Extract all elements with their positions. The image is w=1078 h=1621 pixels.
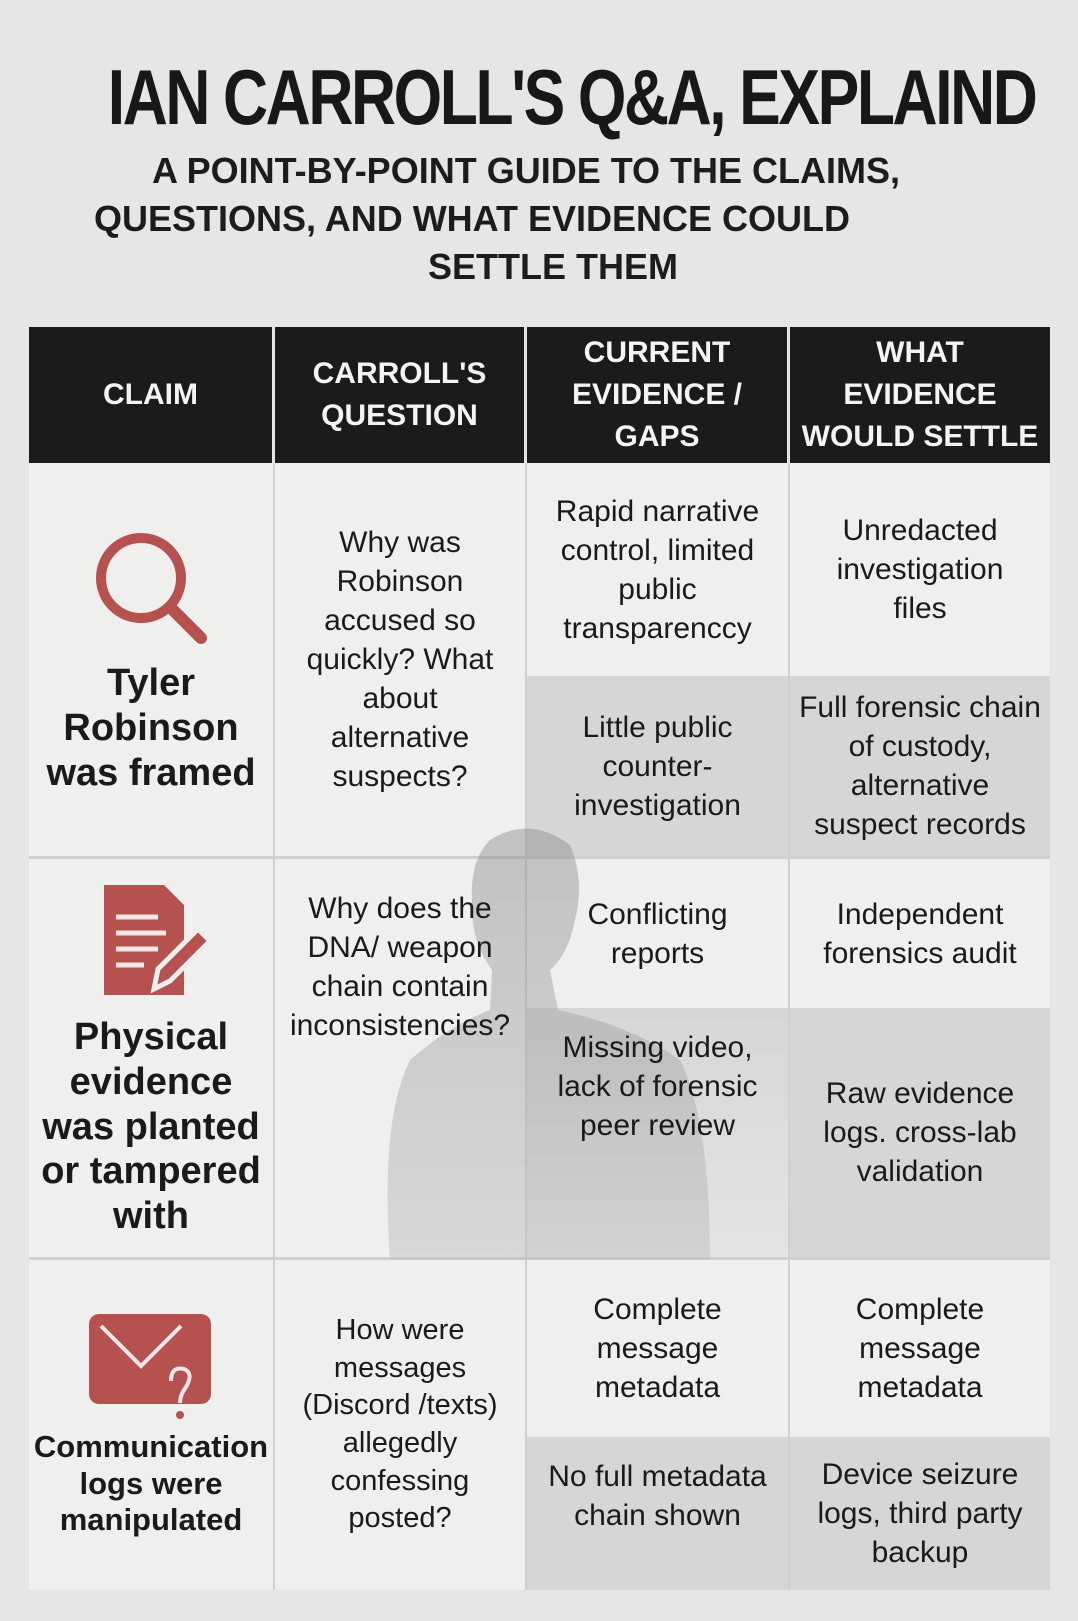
envelope-question-icon [89, 1314, 211, 1420]
settle-text: Unredacted investigation files [836, 514, 1004, 625]
settle-1b: Full forensic chain of custody, alternat… [790, 676, 1050, 856]
page-title: IAN CARROLL'S Q&A, EXPLAIND [107, 53, 1038, 141]
subtitle-line-3: SETTLE THEM [428, 246, 678, 287]
magnifier-icon [96, 533, 207, 645]
header-claim: CLAIM [29, 327, 275, 463]
question-text: Why was Robinson accused so quickly? Wha… [306, 526, 494, 793]
question-1: Why was Robinson accused so quickly? Wha… [275, 463, 527, 856]
evidence-1b: Little public counter-investigation [527, 676, 790, 856]
settle-3b: Device seizure logs, third party backup [790, 1437, 1050, 1590]
settle-text: Complete message metadata [855, 1293, 985, 1404]
settle-text: Device seizure logs, third party backup [817, 1458, 1023, 1569]
evidence-2a: Conflicting reports [527, 856, 790, 1008]
header-evidence-text: CURRENT EVIDENCE / GAPS [571, 336, 743, 453]
evidence-3a: Complete message metadata [527, 1257, 790, 1437]
document-pencil-icon [104, 884, 214, 995]
header-settle-text: WHAT EVIDENCE WOULD SETTLE [801, 336, 1039, 453]
claim-1: Tyler Robinson was framed [29, 463, 275, 856]
claims-table: CLAIM CARROLL'S QUESTION CURRENT EVIDENC… [29, 327, 1050, 1590]
evidence-1a: Rapid narrative control, limited public … [527, 463, 790, 676]
settle-2b: Raw evidence logs. cross-lab validation [790, 1008, 1050, 1257]
header-question: CARROLL'S QUESTION [275, 327, 527, 463]
subtitle-line-2: QUESTIONS, AND WHAT EVIDENCE COULD [94, 198, 851, 239]
header-question-text: CARROLL'S QUESTION [312, 357, 487, 432]
evidence-text: Complete message metadata [593, 1293, 722, 1404]
question-text: How were messages (Discord /texts) alleg… [302, 1313, 498, 1535]
subtitle-line-1: A POINT-BY-POINT GUIDE TO THE CLAIMS, [152, 150, 901, 191]
evidence-2b: Missing video, lack of forensic peer rev… [527, 1008, 790, 1257]
claim-text: Communication logs were manipulated [33, 1429, 269, 1538]
evidence-3b: No full metadata chain shown [527, 1437, 790, 1590]
header-evidence-gaps: CURRENT EVIDENCE / GAPS [527, 327, 790, 463]
claim-text: Tyler Robinson was framed [46, 662, 256, 794]
evidence-text: Missing video, lack of forensic peer rev… [557, 1031, 758, 1142]
evidence-text: No full metadata chain shown [548, 1460, 767, 1532]
question-3: How were messages (Discord /texts) alleg… [275, 1257, 527, 1590]
settle-2a: Independent forensics audit [790, 856, 1050, 1008]
settle-text: Full forensic chain of custody, alternat… [799, 691, 1041, 841]
claim-text: Physical evidence was planted or tampere… [41, 1015, 261, 1238]
claim-2: Physical evidence was planted or tampere… [29, 856, 275, 1257]
header-would-settle: WHAT EVIDENCE WOULD SETTLE [790, 327, 1050, 463]
claim-3: Communication logs were manipulated [29, 1257, 275, 1590]
settle-3a: Complete message metadata [790, 1257, 1050, 1437]
question-text: Why does the DNA/ weapon chain contain i… [289, 892, 511, 1042]
evidence-text: Conflicting reports [587, 897, 728, 970]
evidence-text: Rapid narrative control, limited public … [555, 494, 760, 645]
settle-text: Independent forensics audit [823, 897, 1017, 970]
settle-1a: Unredacted investigation files [790, 463, 1050, 676]
header-claim-text: CLAIM [103, 378, 198, 411]
settle-text: Raw evidence logs. cross-lab validation [823, 1077, 1017, 1188]
question-2: Why does the DNA/ weapon chain contain i… [275, 856, 527, 1257]
evidence-text: Little public counter-investigation [574, 710, 741, 822]
